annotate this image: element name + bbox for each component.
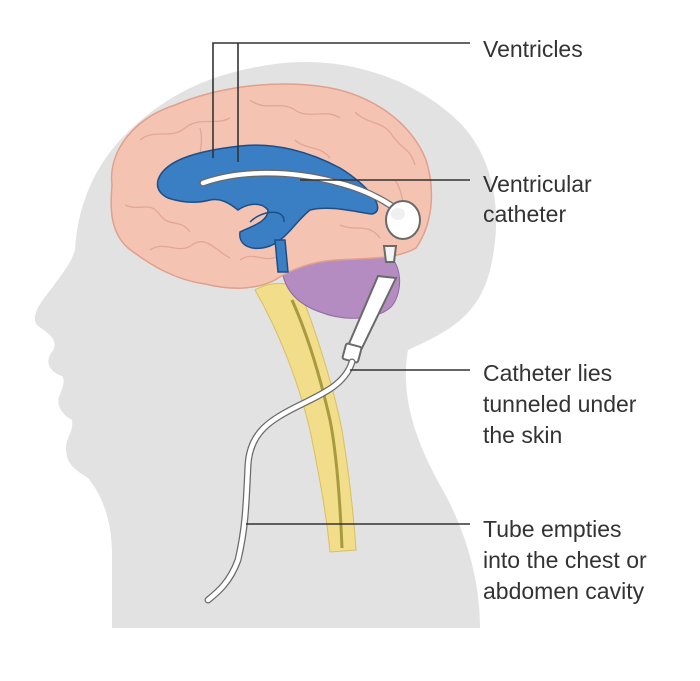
label-catheter-tunneled-line-3: the skin (483, 422, 562, 448)
label-tube-empties-line-3: abdomen cavity (483, 578, 645, 604)
brain-folds (124, 99, 416, 261)
label-catheter-tunneled-line-1: Catheter lies (483, 360, 612, 386)
ventricles-leader-line (212, 42, 470, 158)
ventricle-inner-curl (249, 211, 285, 223)
shunt-valve-body (382, 245, 398, 263)
label-ventricular-catheter-line-1: Ventricular (483, 171, 592, 197)
label-ventricular-catheter: Ventricular catheter (483, 171, 598, 227)
distal-tube (205, 359, 355, 603)
label-catheter-tunneled: Catheter lies tunneled under the skin (483, 360, 643, 448)
label-tube-empties: Tube empties into the chest or abdomen c… (483, 516, 653, 604)
label-tube-empties-line-2: into the chest or (483, 547, 647, 573)
shunt-reservoir (385, 200, 421, 240)
label-ventricular-catheter-line-2: catheter (483, 201, 566, 227)
spinal-cord-line (290, 299, 344, 549)
label-ventricles: Ventricles (483, 36, 583, 62)
shunt-reservoir-shine (391, 208, 405, 220)
label-tube-empties-line-1: Tube empties (483, 516, 622, 542)
label-catheter-tunneled-line-2: tunneled under (483, 391, 637, 417)
ventricles (156, 144, 379, 250)
ventricle-lower-horn (274, 239, 289, 273)
